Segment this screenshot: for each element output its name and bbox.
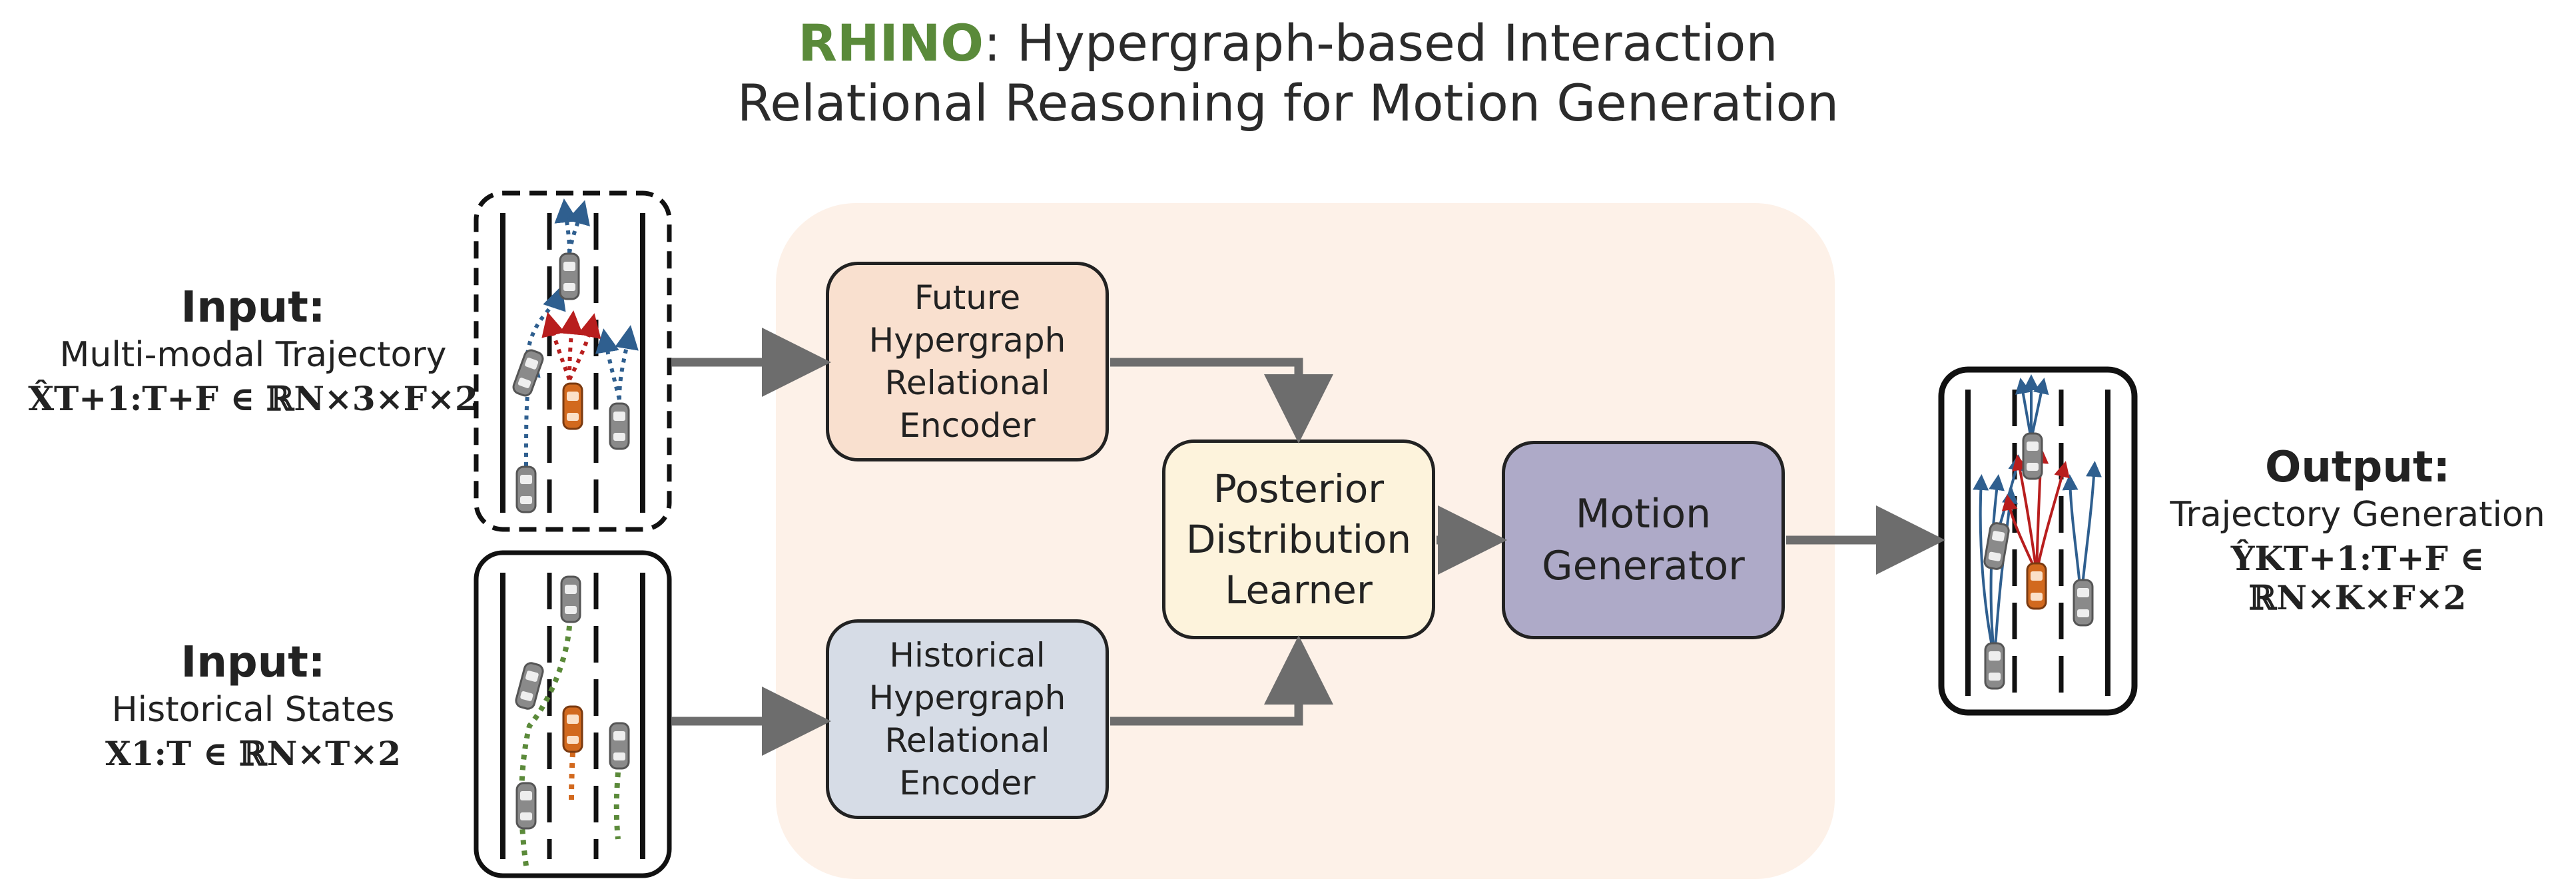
input-bottom-subtitle: Historical States	[111, 690, 395, 730]
input-bottom-label: Input: Historical States X1:T ∈ ℝN×T×2	[27, 638, 480, 773]
motion-generator-label: Motion Generator	[1542, 491, 1745, 589]
input-multimodal-scene	[474, 190, 672, 532]
posterior-box: Posterior Distribution Learner	[1162, 440, 1435, 639]
future-encoder-label: Future Hypergraph Relational Encoder	[868, 278, 1066, 445]
input-top-label: Input: Multi-modal Trajectory X̂T+1:T+F …	[27, 283, 480, 418]
input-bottom-math: X1:T ∈ ℝN×T×2	[105, 734, 402, 773]
arrow-future-to-posterior	[1110, 358, 1333, 443]
title-line-1-rest: : Hypergraph-based Interaction	[984, 13, 1778, 73]
title-line-2: Relational Reasoning for Motion Generati…	[737, 73, 1839, 133]
posterior-label: Posterior Distribution Learner	[1185, 466, 1412, 613]
output-subtitle: Trajectory Generation	[2170, 495, 2545, 535]
title-line-1: RHINO: Hypergraph-based Interaction	[0, 15, 2576, 72]
input-bottom-heading: Input:	[180, 638, 326, 687]
input-top-heading: Input:	[180, 283, 326, 332]
future-encoder-box: Future Hypergraph Relational Encoder	[826, 262, 1109, 461]
input-top-subtitle: Multi-modal Trajectory	[59, 335, 447, 375]
flow-arrows	[671, 328, 1945, 756]
output-heading: Output:	[2264, 443, 2451, 492]
title-brand: RHINO	[798, 13, 984, 73]
input-top-math: X̂T+1:T+F ∈ ℝN×3×F×2	[28, 379, 478, 418]
motion-generator-box: Motion Generator	[1502, 441, 1785, 639]
input-historical-scene	[474, 550, 672, 878]
output-math: ŶKT+1:T+F ∈ ℝN×K×F×2	[2230, 539, 2485, 617]
arrow-historical-to-posterior	[1110, 635, 1333, 726]
historical-encoder-label: Historical Hypergraph Relational Encoder	[868, 636, 1066, 802]
output-label: Output: Trajectory Generation ŶKT+1:T+F …	[2144, 443, 2571, 617]
output-scene	[1938, 366, 2138, 716]
historical-encoder-box: Historical Hypergraph Relational Encoder	[826, 619, 1109, 819]
